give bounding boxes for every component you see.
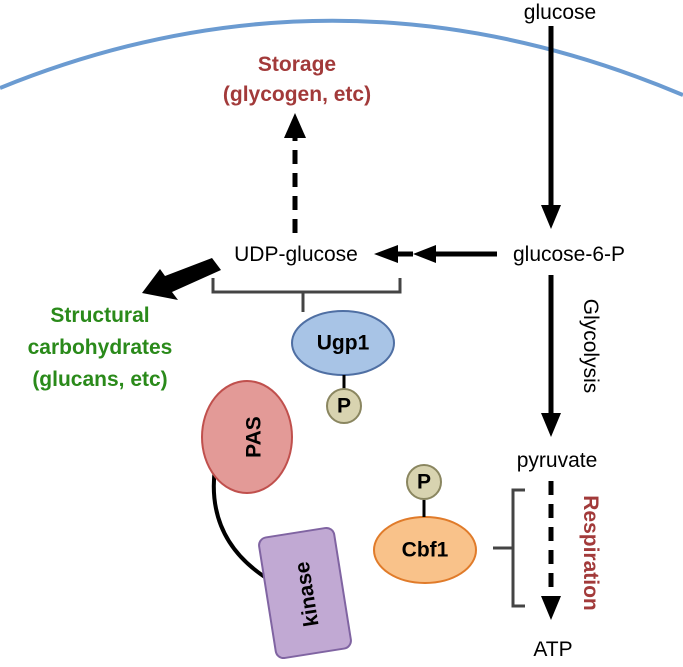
arrow-udp-to-structural xyxy=(142,258,221,300)
kinase-domain xyxy=(258,526,352,660)
ugp1-phospho xyxy=(326,388,362,424)
arrowhead-g6p xyxy=(541,205,561,229)
atp-label: ATP xyxy=(533,638,572,661)
arrowhead-udp-1 xyxy=(374,245,398,263)
respiration-label: Respiration xyxy=(579,495,602,611)
pyruvate-label: pyruvate xyxy=(517,449,598,472)
arrowhead-udp-2 xyxy=(413,245,436,263)
cbf1-phospho xyxy=(406,464,442,500)
ugp1-phospho-label: P xyxy=(337,395,351,418)
storage-label-line2: (glycogen, etc) xyxy=(223,83,371,106)
structural-label-line2: carbohydrates xyxy=(28,336,173,359)
cbf1-phospho-label: P xyxy=(417,471,431,494)
ugp1-bracket xyxy=(211,278,402,294)
respiration-bracket xyxy=(511,488,525,608)
glycolysis-label: Glycolysis xyxy=(579,299,602,394)
udp-glucose-label: UDP-glucose xyxy=(234,243,358,266)
glucose-label: glucose xyxy=(524,1,596,24)
pas-kinase-linker xyxy=(211,467,279,587)
arrowhead-storage xyxy=(284,113,306,138)
arrowhead-atp xyxy=(541,596,561,620)
structural-label-line3: (glucans, etc) xyxy=(32,368,167,391)
structural-label-line1: Structural xyxy=(50,304,149,327)
cell-membrane xyxy=(0,18,683,97)
storage-label-line1: Storage xyxy=(258,53,336,76)
glucose-6-p-label: glucose-6-P xyxy=(513,243,625,266)
pas-label: PAS xyxy=(243,416,266,458)
arrowhead-pyruvate xyxy=(541,413,561,437)
pas-domain xyxy=(201,380,293,494)
ugp1-label: Ugp1 xyxy=(317,332,370,355)
cbf1-label: Cbf1 xyxy=(402,539,449,562)
